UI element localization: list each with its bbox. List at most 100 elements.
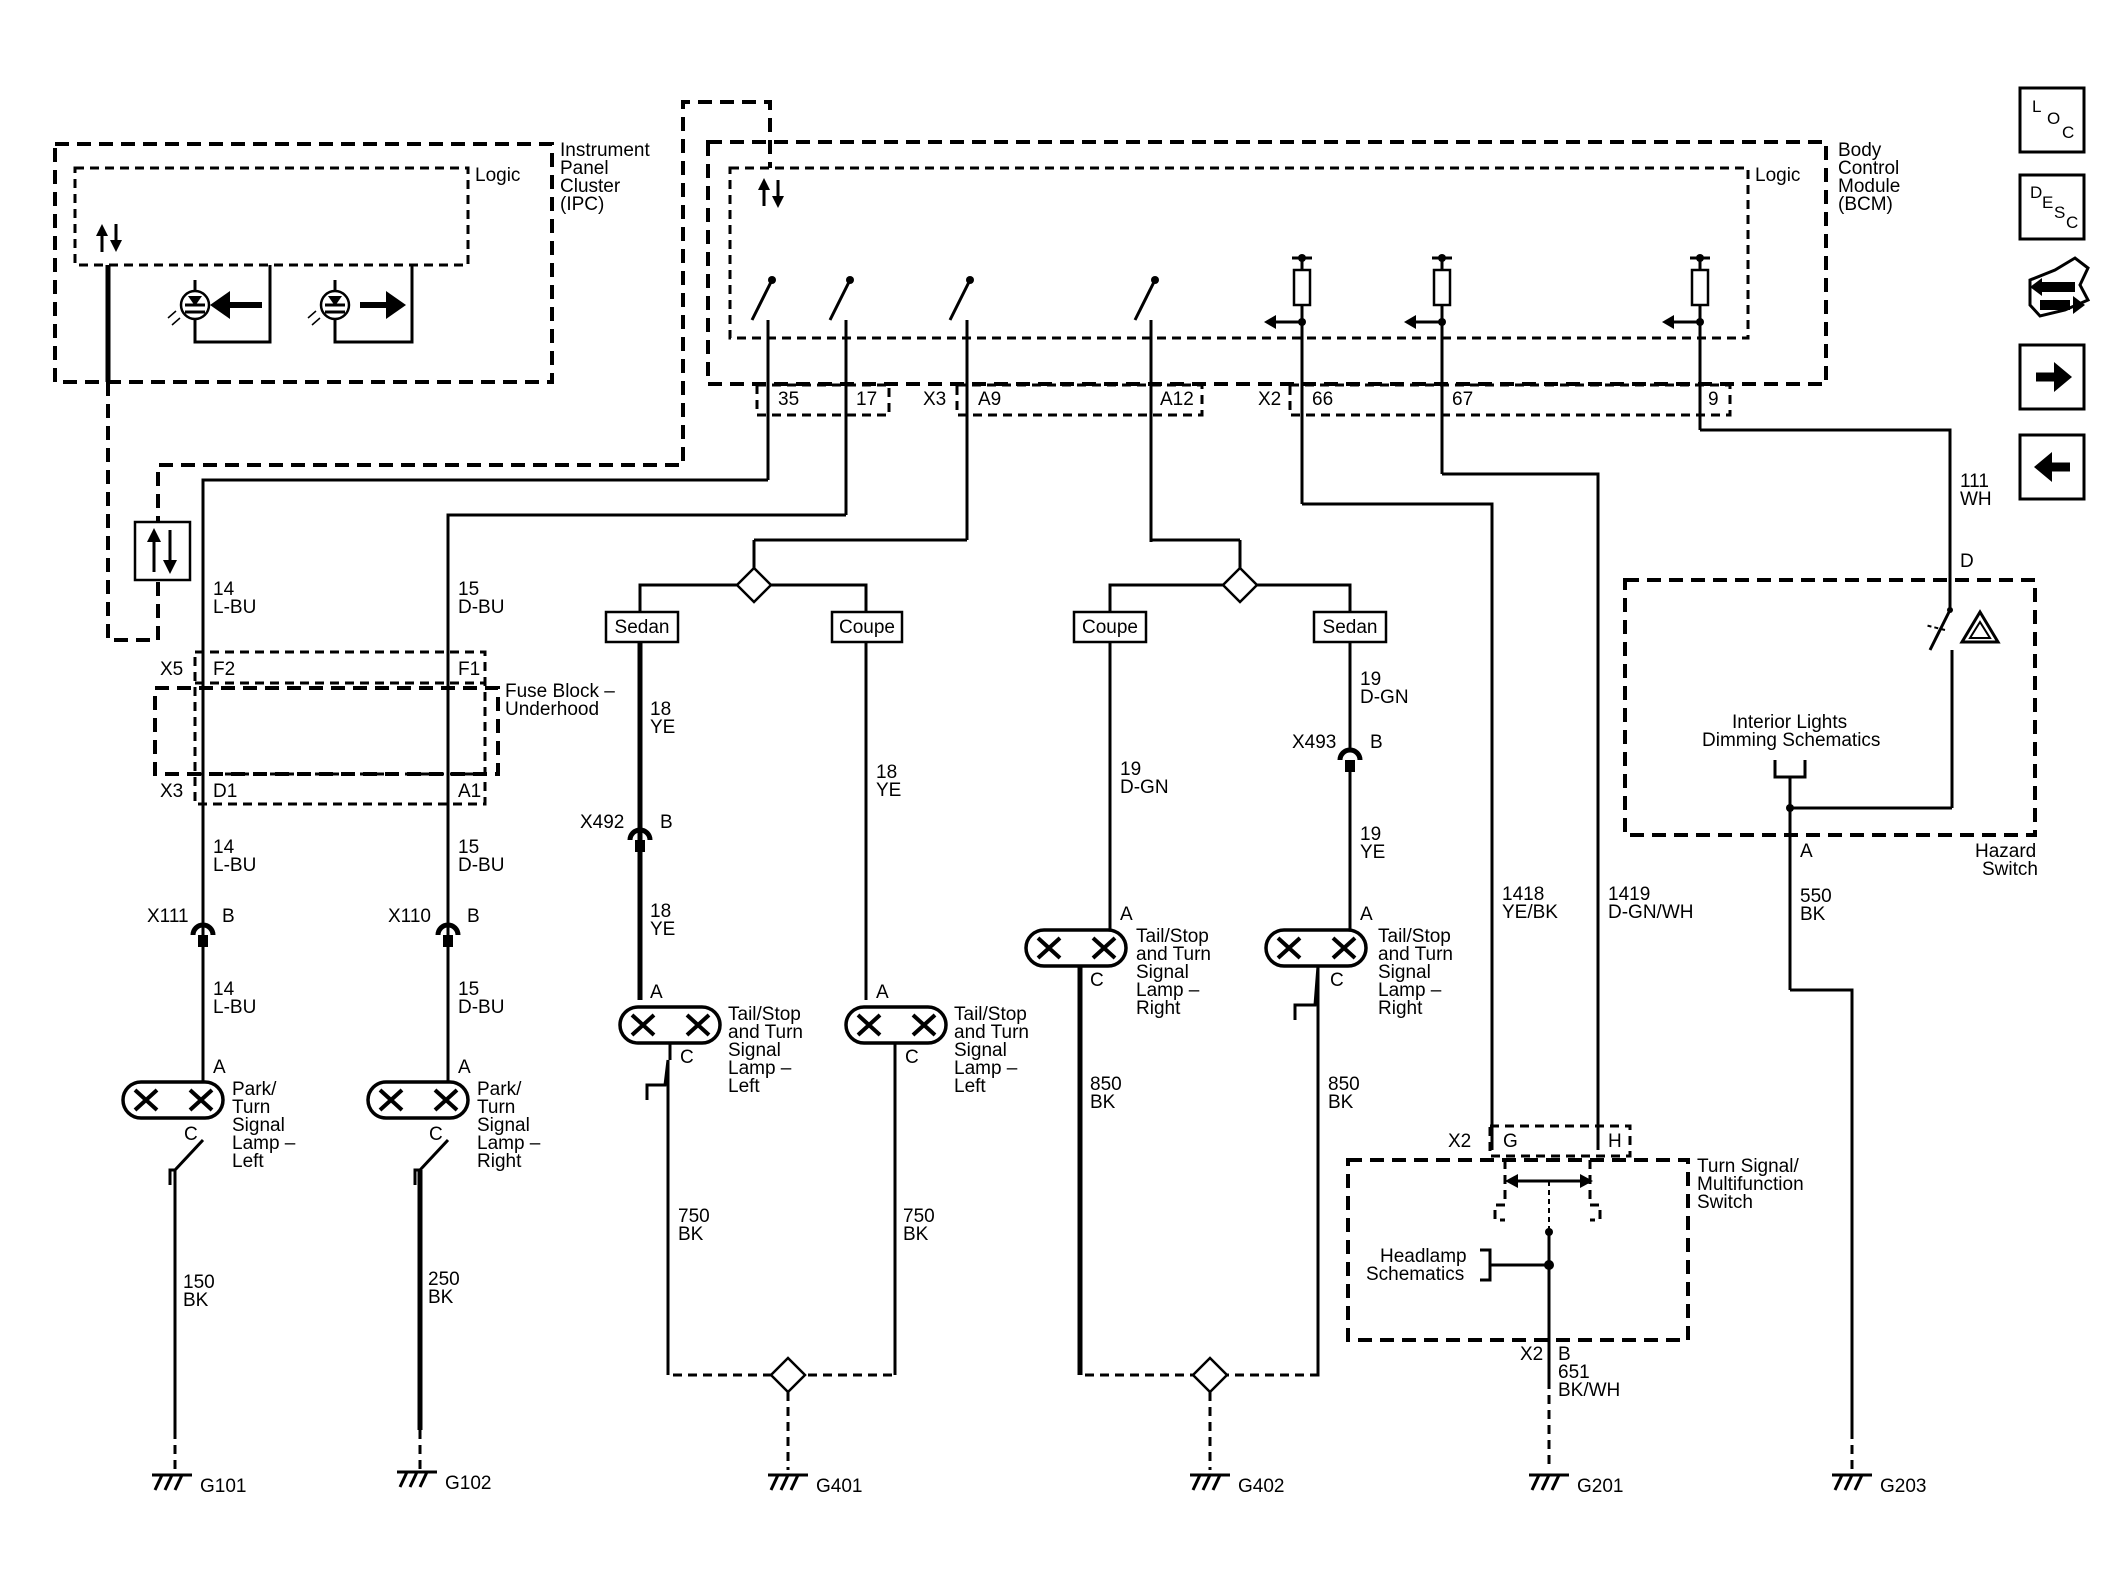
wire-14-lbu-a-gauge: 14: [213, 579, 235, 600]
svg-text:G102: G102: [445, 1473, 491, 1494]
svg-text:G101: G101: [200, 1476, 246, 1497]
svg-text:C: C: [184, 1124, 198, 1145]
svg-text:Coupe: Coupe: [1082, 617, 1138, 638]
ipc-title-line4: (IPC): [560, 194, 604, 215]
fuse-pin-a1: A1: [458, 781, 481, 802]
next-page-button[interactable]: [2018, 343, 2086, 411]
serial-data-gateway: [133, 520, 192, 582]
svg-text:Turn: Turn: [232, 1097, 270, 1118]
serial-data-link: [106, 100, 772, 642]
ground-g102: G102: [397, 1470, 491, 1494]
bcm-output-switch-17: [828, 276, 854, 515]
svg-text:C: C: [429, 1124, 443, 1145]
svg-text:Schematics: Schematics: [1366, 1264, 1464, 1285]
svg-text:550: 550: [1800, 886, 1832, 907]
svg-text:Signal: Signal: [232, 1115, 285, 1136]
svg-text:A: A: [650, 982, 663, 1003]
svg-text:Right: Right: [1378, 998, 1423, 1019]
wire-15-dbu-a-gauge: 15: [458, 579, 479, 600]
fuse-block-underhood: X5 F2 F1 X3 D1 A1 Fuse Block – Underhood: [153, 650, 615, 806]
ipc-logic-label: Logic: [475, 165, 520, 186]
svg-text:19: 19: [1360, 824, 1381, 845]
fuse-block-x5-label: X5: [160, 659, 183, 680]
variant-sedan-right: [1312, 610, 1388, 644]
bcm-title-line3: Module: [1838, 176, 1900, 197]
ipc-data-arrows-icon: [96, 224, 122, 252]
bcm-pin-9: 9: [1708, 389, 1719, 410]
svg-text:X2: X2: [1520, 1344, 1543, 1365]
wire-14-lbu-b-color: L-BU: [213, 855, 256, 876]
fuse-pin-f1: F1: [458, 659, 480, 680]
svg-text:Dimming Schematics: Dimming Schematics: [1702, 730, 1880, 751]
svg-text:19: 19: [1360, 669, 1381, 690]
fuse-pin-f2: F2: [213, 659, 235, 680]
svg-text:Turn Signal/: Turn Signal/: [1697, 1156, 1799, 1177]
svg-text:G: G: [1503, 1131, 1518, 1152]
svg-text:BK: BK: [678, 1224, 704, 1245]
wire-250-gauge: 250: [428, 1269, 460, 1290]
wire-18-ye-b-gauge: 18: [650, 901, 671, 922]
wire-18-ye-b-color: YE: [650, 919, 675, 940]
wire-15-dbu-c-gauge: 15: [458, 979, 479, 1000]
svg-text:C: C: [1330, 970, 1344, 991]
svg-text:Lamp –: Lamp –: [1378, 980, 1442, 1001]
svg-text:Multifunction: Multifunction: [1697, 1174, 1804, 1195]
wire-18-ye-a-color: YE: [650, 717, 675, 738]
svg-text:Tail/Stop: Tail/Stop: [954, 1004, 1027, 1025]
svg-text:G201: G201: [1577, 1476, 1623, 1497]
svg-text:651: 651: [1558, 1362, 1590, 1383]
svg-text:Sedan: Sedan: [1323, 617, 1378, 638]
bcm-title-line2: Control: [1838, 158, 1899, 179]
svg-text:A: A: [1120, 904, 1133, 925]
hazard-triangle-icon: [1959, 609, 2001, 644]
bcm-output-switch-35: [750, 276, 776, 480]
bcm-module: Logic Body Control Module (BCM): [706, 140, 1900, 542]
svg-text:B: B: [1558, 1344, 1571, 1365]
svg-text:Signal: Signal: [954, 1040, 1007, 1061]
svg-text:Switch: Switch: [1982, 859, 2038, 880]
svg-text:19: 19: [1120, 759, 1141, 780]
circuit-rear-left: Sedan Coupe X492 B 18 YE 18 YE 18 YE A C…: [580, 538, 1029, 1470]
circuit-front-right: 15 D-BU 15 D-BU 15 D-BU 250 BK: [413, 513, 846, 1470]
svg-text:Tail/Stop: Tail/Stop: [1378, 926, 1451, 947]
right-turn-indicator-icon: [307, 265, 414, 344]
bcm-input-9: [1662, 254, 1710, 430]
wire-14-lbu-c-gauge: 14: [213, 979, 235, 1000]
svg-text:Switch: Switch: [1697, 1192, 1753, 1213]
bcm-connector-x3a: [755, 383, 891, 417]
variant-coupe-left: [830, 610, 904, 644]
svg-text:BK: BK: [1328, 1092, 1354, 1113]
previous-page-button[interactable]: [2018, 433, 2086, 501]
fuse-block-x3-label: X3: [160, 781, 183, 802]
svg-text:B: B: [222, 906, 235, 927]
wire-250-color: BK: [428, 1287, 454, 1308]
svg-text:Tail/Stop: Tail/Stop: [1136, 926, 1209, 947]
svg-text:L: L: [2032, 97, 2041, 116]
svg-text:Lamp –: Lamp –: [728, 1058, 792, 1079]
description-button[interactable]: D E S C: [2018, 173, 2086, 241]
svg-text:and Turn: and Turn: [954, 1022, 1029, 1043]
svg-text:E: E: [2042, 193, 2053, 212]
location-button[interactable]: L O C: [2018, 86, 2086, 154]
bcm-output-switch-a9: [948, 276, 974, 540]
wire-18-ye-a-gauge: 18: [650, 699, 671, 720]
bcm-data-arrows-icon: [758, 178, 784, 208]
fuse-pin-d1: D1: [213, 781, 237, 802]
svg-text:Turn: Turn: [477, 1097, 515, 1118]
svg-text:and Turn: and Turn: [1378, 944, 1453, 965]
bcm-pin-66: 66: [1312, 389, 1333, 410]
svg-text:850: 850: [1090, 1074, 1122, 1095]
svg-text:Hazard: Hazard: [1975, 841, 2036, 862]
bcm-input-67: [1404, 254, 1452, 474]
svg-text:G402: G402: [1238, 1476, 1284, 1497]
tail-lamp-left-coupe: [844, 1005, 948, 1045]
svg-text:G401: G401: [816, 1476, 862, 1497]
svg-text:Coupe: Coupe: [839, 617, 895, 638]
ground-g402: G402: [1190, 1473, 1284, 1497]
bcm-output-switch-a12: [1133, 276, 1159, 542]
svg-text:A: A: [1800, 841, 1813, 862]
tail-lamp-right-coupe: [1024, 928, 1128, 968]
connector-end-view-icon[interactable]: [2028, 256, 2091, 318]
ground-g101: G101: [152, 1473, 246, 1497]
left-turn-indicator-icon: [167, 265, 272, 344]
